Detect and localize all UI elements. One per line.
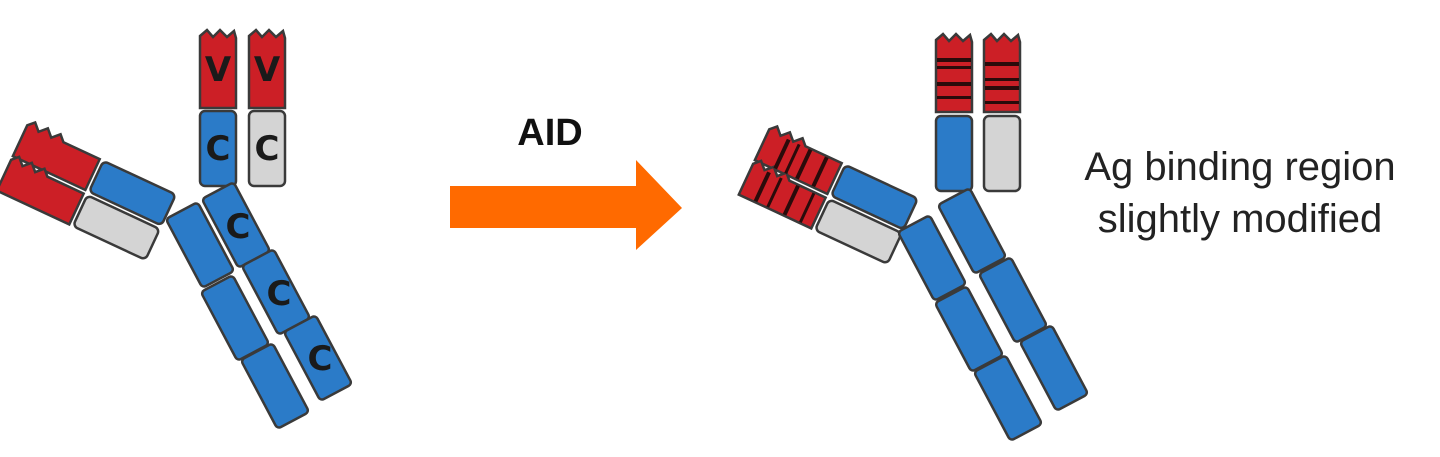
left-arm-heavy-v-segment: [11, 120, 102, 192]
left-light-v-label: V: [254, 50, 281, 90]
right-heavy-v-segment: [934, 32, 974, 114]
left-stem-c3-label: C: [267, 274, 292, 314]
left-antibody: V V C C C: [0, 28, 353, 429]
right-arm-light-c-segment: [815, 199, 902, 264]
left-heavy-v-label: V: [205, 50, 232, 90]
right-upright-mutations: [937, 58, 1019, 104]
left-heavy-c1-segment: [198, 109, 238, 188]
left-stem-b3: [283, 315, 353, 401]
right-light-c-segment: [982, 114, 1022, 193]
left-stem-a3: [240, 343, 310, 429]
left-stem-c2-label: C: [226, 207, 251, 247]
caption-line-1: Ag binding region: [1084, 145, 1395, 189]
aid-label: AID: [517, 112, 582, 154]
right-arm-heavy-c-segment: [831, 165, 918, 230]
left-stem-a1: [165, 202, 235, 288]
arrow-shape: [450, 160, 682, 250]
right-stem-a3: [973, 355, 1043, 441]
aid-arrow: [450, 160, 682, 250]
left-light-v-segment: [247, 28, 287, 110]
left-arm-light-v-segment: [0, 155, 86, 227]
left-light-c-segment: [247, 109, 287, 188]
right-arm-heavy-v-segment: [753, 124, 844, 196]
left-light-c-label: C: [255, 129, 280, 169]
right-stem-b1: [937, 188, 1007, 274]
right-stem-b3: [1019, 325, 1089, 411]
right-heavy-c1-segment: [934, 114, 974, 193]
left-arm-light-c-segment: [73, 195, 160, 260]
right-arm-mutations: [753, 138, 829, 223]
right-light-v-segment: [982, 32, 1022, 114]
left-heavy-v-segment: [198, 28, 238, 110]
left-arm-heavy-c-segment: [89, 161, 176, 226]
right-antibody: [737, 32, 1089, 441]
left-heavy-c1-label: C: [206, 129, 231, 169]
caption-line-2: slightly modified: [1098, 197, 1383, 241]
right-stem-b2: [978, 257, 1048, 343]
right-stem-a1: [897, 215, 967, 301]
left-stem-c4-label: C: [308, 339, 333, 379]
